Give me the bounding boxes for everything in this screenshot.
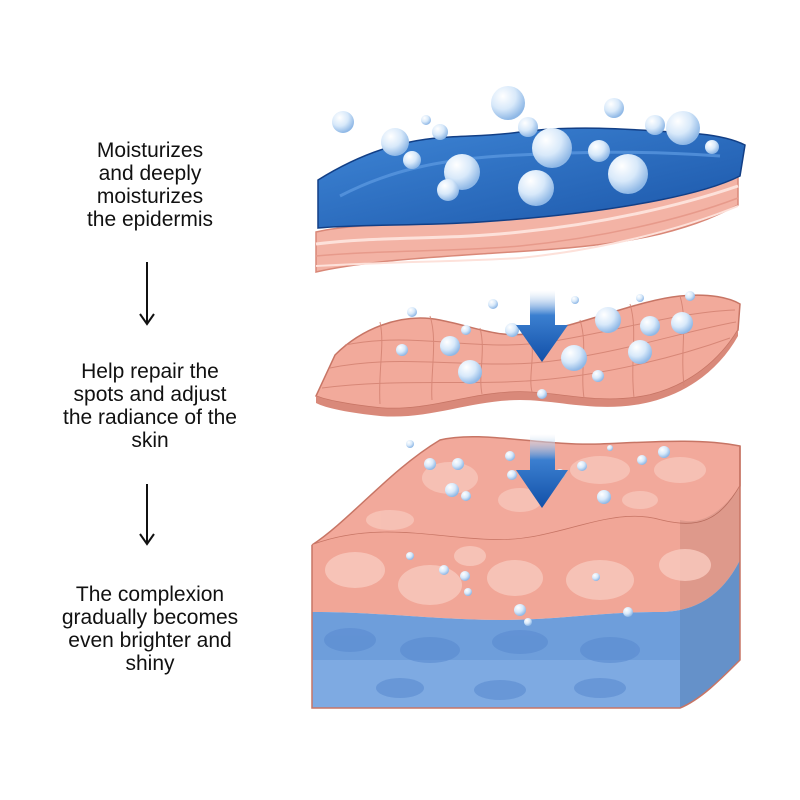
middle-skin-layer: [314, 294, 741, 417]
step-text-moisturize: Moisturizes and deeply moisturizes the e…: [86, 139, 214, 231]
dermis-block: [311, 435, 741, 709]
blue-down-arrow-icon: [516, 290, 568, 362]
down-arrow-icon: [139, 262, 155, 326]
blue-down-arrow-icon: [516, 434, 568, 508]
down-arrow-icon: [139, 484, 155, 546]
water-bubble-icon: [332, 86, 719, 206]
skin-layers-illustration: [311, 86, 746, 709]
step-text-repair: Help repair the spots and adjust the rad…: [63, 360, 237, 452]
water-bubble-icon: [396, 291, 695, 399]
epidermis-layer: [315, 174, 739, 273]
step-text-brighter: The complexion gradually becomes even br…: [61, 583, 239, 675]
